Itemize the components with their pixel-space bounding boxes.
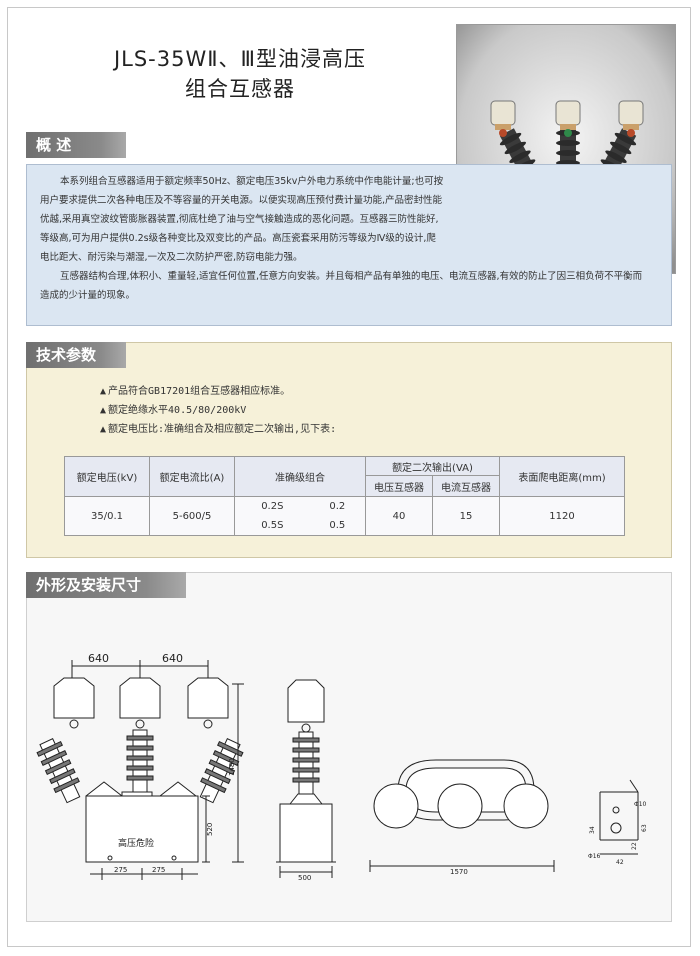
overview-title: 概 述 bbox=[36, 136, 72, 154]
cell-vt-va: 40 bbox=[365, 496, 433, 536]
overview-panel bbox=[26, 164, 672, 326]
dimensions-header: 外形及安装尺寸 bbox=[26, 572, 186, 598]
dim-640-left: 640 bbox=[88, 652, 109, 665]
tech-item: 产品符合GB17201组合互感器相应标准。 bbox=[100, 382, 336, 401]
cell-voltage: 35/0.1 bbox=[64, 496, 150, 536]
tech-list: 产品符合GB17201组合互感器相应标准。 额定绝缘水平40.5/80/200k… bbox=[100, 382, 336, 439]
cell-ct-va: 15 bbox=[432, 496, 500, 536]
title-line-2: 组合互感器 bbox=[185, 77, 295, 101]
cell-acc-a1: 0.2S bbox=[233, 496, 310, 516]
header-vt: 电压互感器 bbox=[365, 475, 433, 497]
parameter-table: 额定电压(kV) 额定电流比(A) 准确级组合 额定二次输出(VA) 表面爬电距… bbox=[64, 456, 625, 536]
cell-creepage: 1120 bbox=[499, 496, 625, 536]
dim-500: 500 bbox=[298, 874, 311, 882]
warning-label: 高压危险 bbox=[118, 837, 154, 849]
page-title: JLS-35WⅡ、Ⅲ型油浸高压 组合互感器 bbox=[60, 44, 420, 104]
front-view: 640 640 bbox=[36, 652, 244, 880]
detail-63: 63 bbox=[641, 824, 648, 832]
header-rated-voltage: 额定电压(kV) bbox=[64, 456, 150, 497]
mounting-detail: Φ10 Φ16 34 63 22 42 bbox=[588, 779, 648, 866]
cell-acc-b2: 0.5 bbox=[309, 516, 366, 536]
header-ct: 电流互感器 bbox=[432, 475, 500, 497]
tech-item: 额定电压比:准确组合及相应额定二次输出,见下表: bbox=[100, 420, 336, 439]
header-accuracy: 准确级组合 bbox=[234, 456, 366, 497]
top-view: 1570 bbox=[369, 759, 555, 876]
dim-1570: 1570 bbox=[450, 868, 468, 876]
detail-22: 22 bbox=[631, 842, 638, 850]
detail-phi16: Φ16 bbox=[588, 853, 601, 860]
cell-acc-b1: 0.2 bbox=[309, 496, 366, 516]
dimensions-title: 外形及安装尺寸 bbox=[36, 576, 142, 594]
dim-640-right: 640 bbox=[162, 652, 183, 665]
tech-header: 技术参数 bbox=[26, 342, 126, 368]
detail-42: 42 bbox=[616, 859, 624, 866]
header-secondary-output: 额定二次输出(VA) bbox=[365, 456, 500, 476]
header-rated-current: 额定电流比(A) bbox=[149, 456, 235, 497]
tech-item: 额定绝缘水平40.5/80/200kV bbox=[100, 401, 336, 420]
tech-title: 技术参数 bbox=[36, 346, 97, 364]
page-frame bbox=[7, 7, 691, 947]
overview-paragraph-1: 本系列组合互感器适用于额定频率50Hz、额定电压35kv户外电力系统中作电能计量… bbox=[40, 176, 444, 263]
header-creepage: 表面爬电距离(mm) bbox=[499, 456, 625, 497]
overview-paragraph-2: 互感器结构合理,体积小、重量轻,适宜任何位置,任意方向安装。并且每相产品有单独的… bbox=[40, 271, 643, 301]
detail-34: 34 bbox=[589, 826, 596, 834]
side-view: 500 bbox=[276, 679, 336, 882]
dim-520: 520 bbox=[206, 823, 214, 836]
dim-275-right: 275 bbox=[152, 866, 165, 874]
overview-header: 概 述 bbox=[26, 132, 126, 158]
title-line-1: JLS-35WⅡ、Ⅲ型油浸高压 bbox=[113, 47, 367, 71]
overview-text: 本系列组合互感器适用于额定频率50Hz、额定电压35kv户外电力系统中作电能计量… bbox=[40, 172, 650, 305]
dimension-drawing: 640 640 bbox=[36, 652, 648, 882]
detail-phi10: Φ10 bbox=[634, 801, 647, 808]
dim-275-left: 275 bbox=[114, 866, 127, 874]
cell-current: 5-600/5 bbox=[149, 496, 235, 536]
cell-acc-a2: 0.5S bbox=[233, 516, 310, 536]
dim-1480: 1480 bbox=[228, 758, 236, 776]
